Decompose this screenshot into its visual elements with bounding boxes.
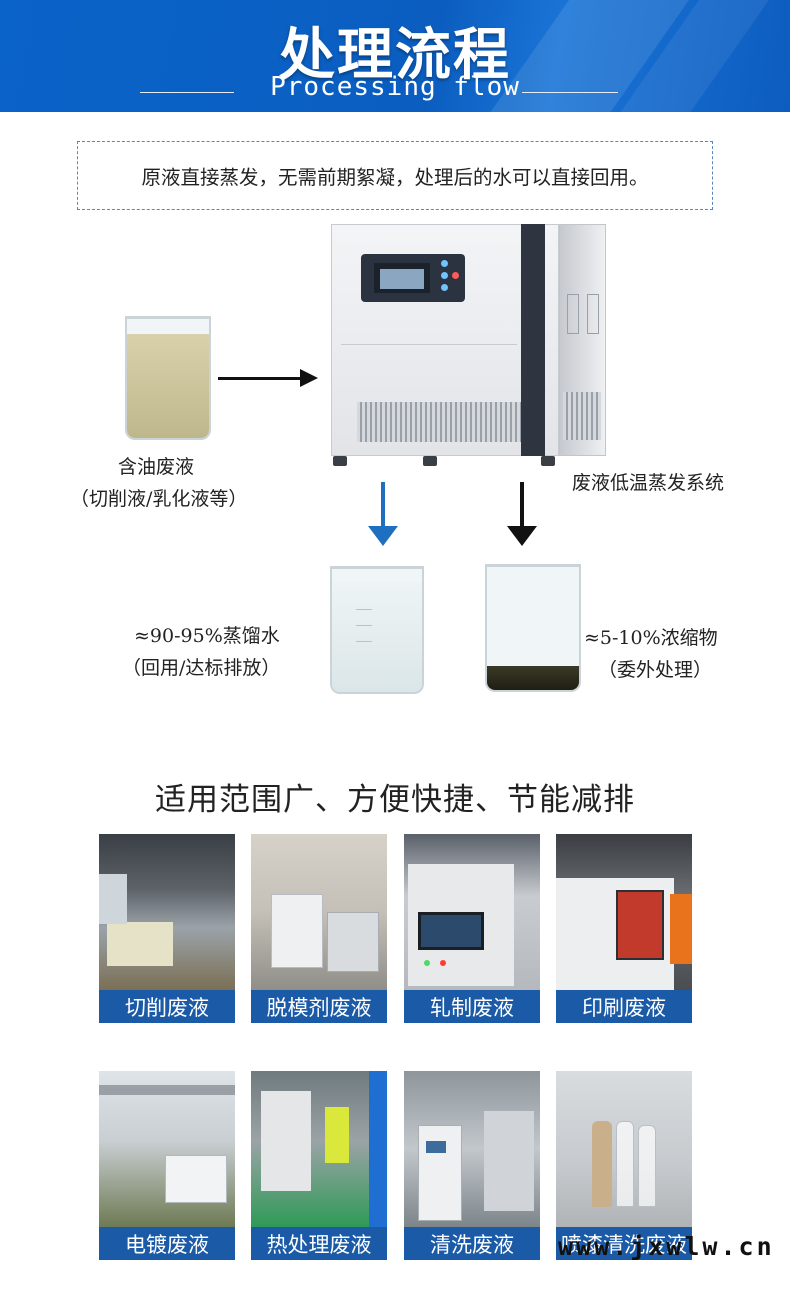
oily-waste-beaker [125,316,211,440]
distilled-water-beaker [330,566,424,694]
concentrate-label: ≈5-10%浓缩物 [584,627,718,649]
page-subtitle: Processing flow [270,72,520,102]
application-label: 印刷废液 [556,990,692,1023]
indicator-light [440,960,446,966]
application-label: 脱模剂废液 [251,990,387,1023]
panel-shape [616,890,664,960]
indicator-light [441,284,448,291]
arrow-down-black-icon [507,482,537,546]
application-label: 轧制废液 [404,990,540,1023]
machine-shape [261,1091,311,1191]
input-label: 含油废液 [118,456,195,478]
application-label: 电镀废液 [99,1227,235,1260]
distillate-sublabel: （回用/达标排放） [122,657,281,679]
evaporator-machine [331,224,606,466]
machine-screen [371,260,433,296]
outdoor-canopy-photo [99,1071,235,1227]
system-label: 废液低温蒸发系统 [572,472,725,494]
screen-shape [418,912,484,950]
arrow-head [368,526,398,546]
bottle-shape [616,1121,634,1207]
application-card: 清洗废液 [404,1071,540,1260]
control-cabinet-photo [404,834,540,990]
application-card: 喷漆清洗废液 [556,1071,692,1260]
subtitle-rule-left [140,92,234,93]
equipment-shape [369,1071,387,1227]
arrow-down-blue-icon [368,482,398,546]
equipment-shape [99,874,127,924]
subtitle-rule-right [522,92,618,93]
graduation-mark [356,625,372,626]
side-panel-door [567,294,579,334]
application-card: 脱模剂废液 [251,834,387,1023]
application-label: 切削废液 [99,990,235,1023]
input-sublabel: （切削液/乳化液等） [70,488,248,510]
application-card: 电镀废液 [99,1071,235,1260]
application-card: 热处理废液 [251,1071,387,1260]
panel-seam [341,344,517,345]
machine-shape [165,1155,227,1203]
arrow-head [507,526,537,546]
worker-shape [325,1107,349,1163]
machine-stripe [521,224,545,456]
intro-box: 原液直接蒸发，无需前期絮凝，处理后的水可以直接回用。 [77,141,713,210]
operator-shape [670,894,692,964]
concentrate-sublabel: （委外处理） [598,659,713,681]
canopy-shape [99,1085,235,1095]
factory-floor-photo [99,834,235,990]
application-card: 切削废液 [99,834,235,1023]
machine-vent [357,402,521,442]
arrow-right-icon [218,369,318,387]
tank-shape [327,912,379,972]
application-label: 热处理废液 [251,1227,387,1260]
side-panel-door [587,294,599,334]
intro-text: 原液直接蒸发，无需前期絮凝，处理后的水可以直接回用。 [141,166,649,189]
bottle-shape [638,1125,656,1207]
applications-title: 适用范围广、方便快捷、节能减排 [155,782,635,818]
machine-foot [333,456,347,466]
screen-shape [426,1141,446,1153]
sample-bottles-photo [556,1071,692,1227]
workers-in-plant-photo [251,1071,387,1227]
machine-shape [107,922,173,966]
application-card: 印刷废液 [556,834,692,1023]
indicator-light [441,260,448,267]
graduation-mark [356,641,372,642]
machine-side-vent [563,392,601,440]
header-banner: 处理流程 Processing flow [0,0,790,112]
indicator-light [452,272,459,279]
machine-shape [418,1125,462,1221]
water-liquid [332,582,422,692]
indicator-light [424,960,430,966]
equipment-shape [484,1111,534,1211]
operator-at-panel-photo [556,834,692,990]
oily-liquid [127,334,209,438]
bottle-shape [592,1121,612,1207]
application-card: 轧制废液 [404,834,540,1023]
concentrate-liquid [487,666,579,690]
distillate-label: ≈90-95%蒸馏水 [134,625,280,647]
graduation-mark [356,609,372,610]
machine-foot [541,456,555,466]
watermark: www.jxwlw.cn [558,1232,775,1261]
indicator-light [441,272,448,279]
workshop-unit-photo [404,1071,540,1227]
concentrate-beaker [485,564,581,692]
application-label: 喷漆清洗废液 [556,1227,692,1260]
machine-foot [423,456,437,466]
application-label: 清洗废液 [404,1227,540,1260]
machine-with-tanks-photo [251,834,387,990]
machine-shape [271,894,323,968]
page-title: 处理流程 [279,22,511,88]
